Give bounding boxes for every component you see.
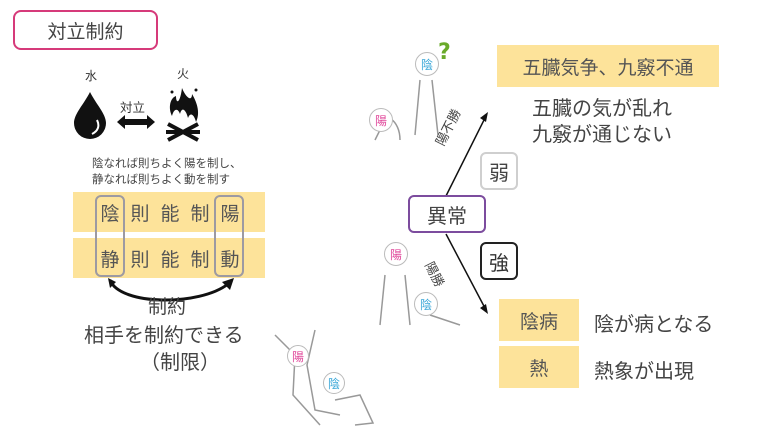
abnormal-box: 異常 xyxy=(408,195,486,233)
quote-line-2: 静なれば則ちよく動を制す xyxy=(92,172,230,186)
band-char: 陽 xyxy=(220,202,240,225)
weak-result-line-2: 九竅が通じない xyxy=(532,122,672,146)
band-char: 能 xyxy=(160,202,180,225)
band-char: 則 xyxy=(130,248,150,271)
strong-box: 強 xyxy=(480,242,518,280)
yang-figure-head: 陽 xyxy=(287,345,309,367)
yin-figure-head: 陰 xyxy=(414,292,438,316)
weak-result-title: 五臓気争、九竅不通 xyxy=(497,45,719,87)
strong-result-term: 陰病 xyxy=(499,299,579,341)
yang-label: 陽 xyxy=(291,349,304,364)
weak-box: 弱 xyxy=(480,152,518,190)
band-char: 則 xyxy=(130,202,150,225)
band-char: 陰 xyxy=(100,202,120,225)
yang-column-frame xyxy=(214,195,244,277)
quote: 陰なれば則ちよく陽を制し、 静なれば則ちよく動を制す xyxy=(92,155,242,187)
figures-lower xyxy=(379,274,461,326)
yang-figure-head: 陽 xyxy=(384,242,408,266)
fire-icon xyxy=(166,88,200,142)
relation-label: 対立 xyxy=(120,100,146,115)
quote-line-1: 陰なれば則ちよく陽を制し、 xyxy=(92,156,242,170)
yang-figure-head: 陽 xyxy=(369,108,393,132)
band-char: 動 xyxy=(220,248,240,271)
restraint-note: （制限） xyxy=(140,350,220,374)
fire-label: 火 xyxy=(177,67,190,81)
yin-figure-head: 陰 xyxy=(323,372,345,394)
yin-label: 陰 xyxy=(327,376,340,391)
water-label: 水 xyxy=(85,69,98,83)
restraint-label: 制約 xyxy=(148,296,187,318)
yin-column-frame xyxy=(95,195,125,277)
figures-yin-yang-pull xyxy=(274,329,375,426)
band-char: 制 xyxy=(190,248,210,271)
strong-result-term: 熱 xyxy=(499,346,579,388)
water-drop-icon xyxy=(74,92,106,139)
curved-arrow-icon xyxy=(108,278,234,302)
yin-figure-head: 陰 xyxy=(415,52,439,76)
band-char: 静 xyxy=(100,248,120,271)
title-box: 対立制約 xyxy=(13,10,158,50)
band-char: 制 xyxy=(190,202,210,225)
strong-result-desc: 熱象が出現 xyxy=(594,359,694,383)
band-char: 能 xyxy=(160,248,180,271)
branch-arrows xyxy=(445,112,488,314)
double-arrow-icon xyxy=(117,115,155,129)
page-title: 対立制約 xyxy=(47,20,124,43)
restraint-desc: 相手を制約できる xyxy=(84,323,244,347)
strong-result-desc: 陰が病となる xyxy=(594,312,714,336)
band-bottom: 静 則 能 制 動 xyxy=(73,238,265,278)
band-top: 陰 則 能 制 陽 xyxy=(73,192,265,232)
question-icon: ? xyxy=(438,40,451,65)
weak-result-line-1: 五臓の気が乱れ xyxy=(532,96,672,120)
